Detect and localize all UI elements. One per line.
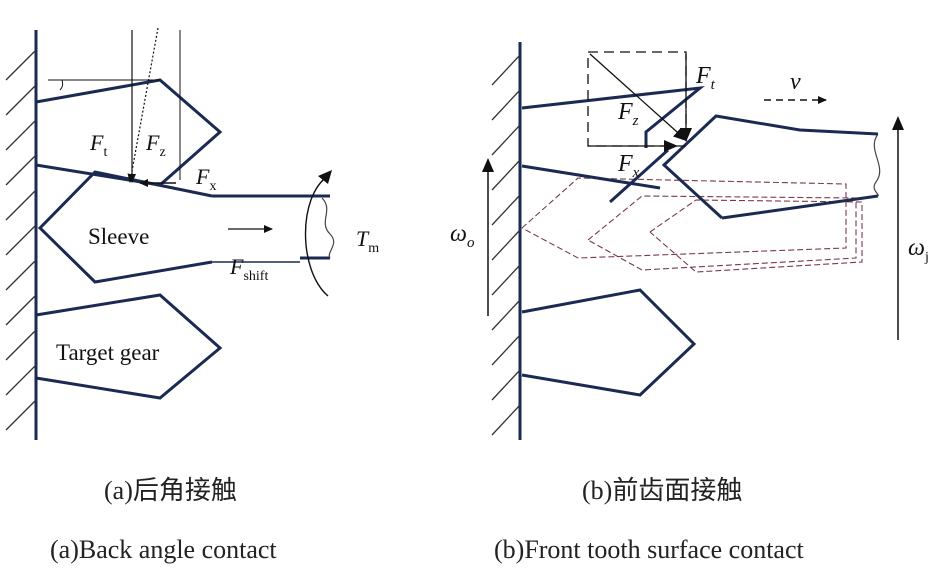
force-fz-line bbox=[127, 27, 159, 183]
velocity-label: v bbox=[790, 69, 801, 95]
target-gear-label: Target gear bbox=[56, 340, 160, 365]
upper-tooth-b bbox=[521, 85, 705, 148]
torque-arc bbox=[304, 175, 329, 297]
caption-a-cn: (a)后角接触 bbox=[104, 476, 237, 505]
panel-b-diagram bbox=[482, 42, 904, 440]
torque-arrowhead bbox=[318, 170, 332, 184]
force-ft-label-a: Ft bbox=[90, 130, 108, 160]
sleeve-b-bottom bbox=[721, 194, 879, 220]
angle-arc bbox=[59, 79, 64, 91]
force-ft-label-b: Ft bbox=[696, 63, 715, 93]
force-shift-label: Fshift bbox=[230, 254, 269, 284]
upper-tooth-a bbox=[35, 78, 223, 187]
middle-tooth-line-b bbox=[521, 164, 661, 190]
force-fx-label-b: Fx bbox=[618, 151, 640, 181]
sleeve-break-line bbox=[321, 197, 335, 259]
caption-b-en: (b)Front tooth surface contact bbox=[494, 535, 804, 564]
sleeve-b-break bbox=[873, 133, 881, 197]
caption-a-en: (a)Back angle contact bbox=[50, 535, 277, 564]
gear-diag-b bbox=[608, 148, 670, 204]
force-fz-line-b bbox=[589, 53, 688, 142]
force-fz-label-b: Fz bbox=[618, 99, 639, 129]
omega-j-label: ωj bbox=[908, 235, 929, 265]
force-fx-label-a: Fx bbox=[196, 164, 217, 194]
lower-tooth-b bbox=[521, 288, 697, 397]
omega-o-label: ωo bbox=[450, 221, 475, 251]
wall-hatch-b bbox=[491, 54, 521, 436]
sleeve-b bbox=[661, 114, 879, 220]
target-gear-outline bbox=[35, 293, 223, 400]
panel-a-diagram bbox=[5, 27, 335, 440]
sleeve-label: Sleeve bbox=[88, 224, 150, 249]
wall-hatch-a bbox=[5, 49, 37, 431]
force-fz-label-a: Fz bbox=[146, 130, 166, 160]
ghost-sleeve-positions bbox=[521, 177, 863, 273]
torque-label: Tm bbox=[356, 226, 380, 256]
caption-b-cn: (b)前齿面接触 bbox=[582, 476, 743, 505]
